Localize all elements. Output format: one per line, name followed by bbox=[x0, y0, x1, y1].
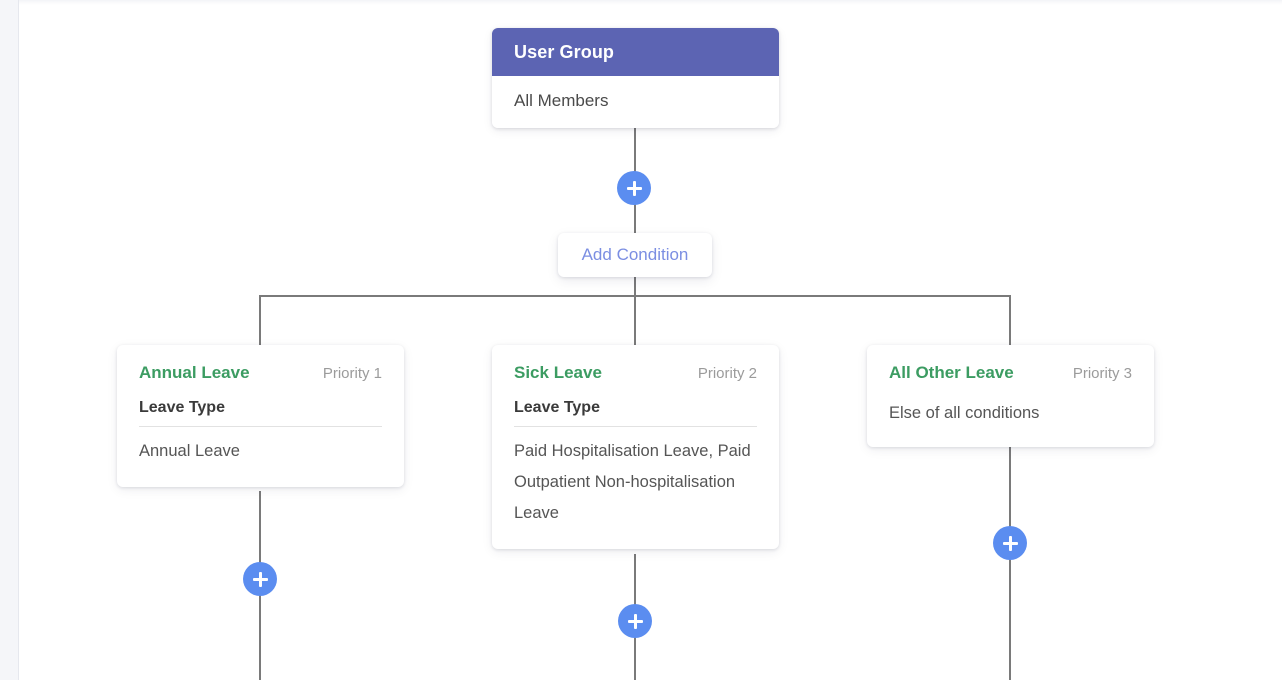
condition-field-value: Paid Hospitalisation Leave, Paid Outpati… bbox=[514, 442, 751, 522]
condition-card-header: All Other Leave Priority 3 bbox=[889, 363, 1132, 383]
condition-card-header: Annual Leave Priority 1 bbox=[139, 363, 382, 383]
condition-card-header: Sick Leave Priority 2 bbox=[514, 363, 757, 383]
priority-badge: Priority 2 bbox=[697, 365, 757, 382]
connector-bus-to-branch-1 bbox=[259, 295, 261, 345]
add-condition-button[interactable]: Add Condition bbox=[558, 233, 712, 277]
user-group-header: User Group bbox=[492, 28, 779, 76]
connector-bus-to-branch-3 bbox=[1009, 295, 1011, 345]
plus-icon bbox=[258, 571, 262, 587]
condition-field-label: Leave Type bbox=[139, 399, 382, 427]
add-node-button-root[interactable] bbox=[617, 171, 651, 205]
condition-card-all-other-leave[interactable]: All Other Leave Priority 3 Else of all c… bbox=[867, 345, 1154, 447]
plus-icon bbox=[632, 180, 636, 196]
user-group-node[interactable]: User Group All Members bbox=[492, 28, 779, 128]
priority-badge: Priority 1 bbox=[322, 365, 382, 382]
connector-root-to-add bbox=[634, 122, 636, 172]
add-node-button-branch-2[interactable] bbox=[618, 604, 652, 638]
condition-card-sick-leave[interactable]: Sick Leave Priority 2 Leave Type Paid Ho… bbox=[492, 345, 779, 549]
connector-condition-to-bus bbox=[634, 277, 636, 297]
plus-icon bbox=[633, 613, 637, 629]
priority-badge: Priority 3 bbox=[1072, 365, 1132, 382]
add-node-button-branch-3[interactable] bbox=[993, 526, 1027, 560]
condition-title: Sick Leave bbox=[514, 363, 602, 382]
top-edge-divider bbox=[19, 0, 1282, 5]
condition-card-annual-leave[interactable]: Annual Leave Priority 1 Leave Type Annua… bbox=[117, 345, 404, 487]
condition-title: Annual Leave bbox=[139, 363, 250, 382]
connector-bus-to-branch-2 bbox=[634, 295, 636, 345]
condition-field-value: Annual Leave bbox=[139, 442, 240, 460]
condition-field-label: Leave Type bbox=[514, 399, 757, 427]
add-node-button-branch-1[interactable] bbox=[243, 562, 277, 596]
left-rail bbox=[0, 0, 19, 680]
user-group-value: All Members bbox=[492, 76, 779, 128]
plus-icon bbox=[1008, 535, 1012, 551]
condition-else-description: Else of all conditions bbox=[889, 404, 1040, 422]
condition-title: All Other Leave bbox=[889, 363, 1014, 382]
connector-add-to-condition bbox=[634, 204, 636, 234]
